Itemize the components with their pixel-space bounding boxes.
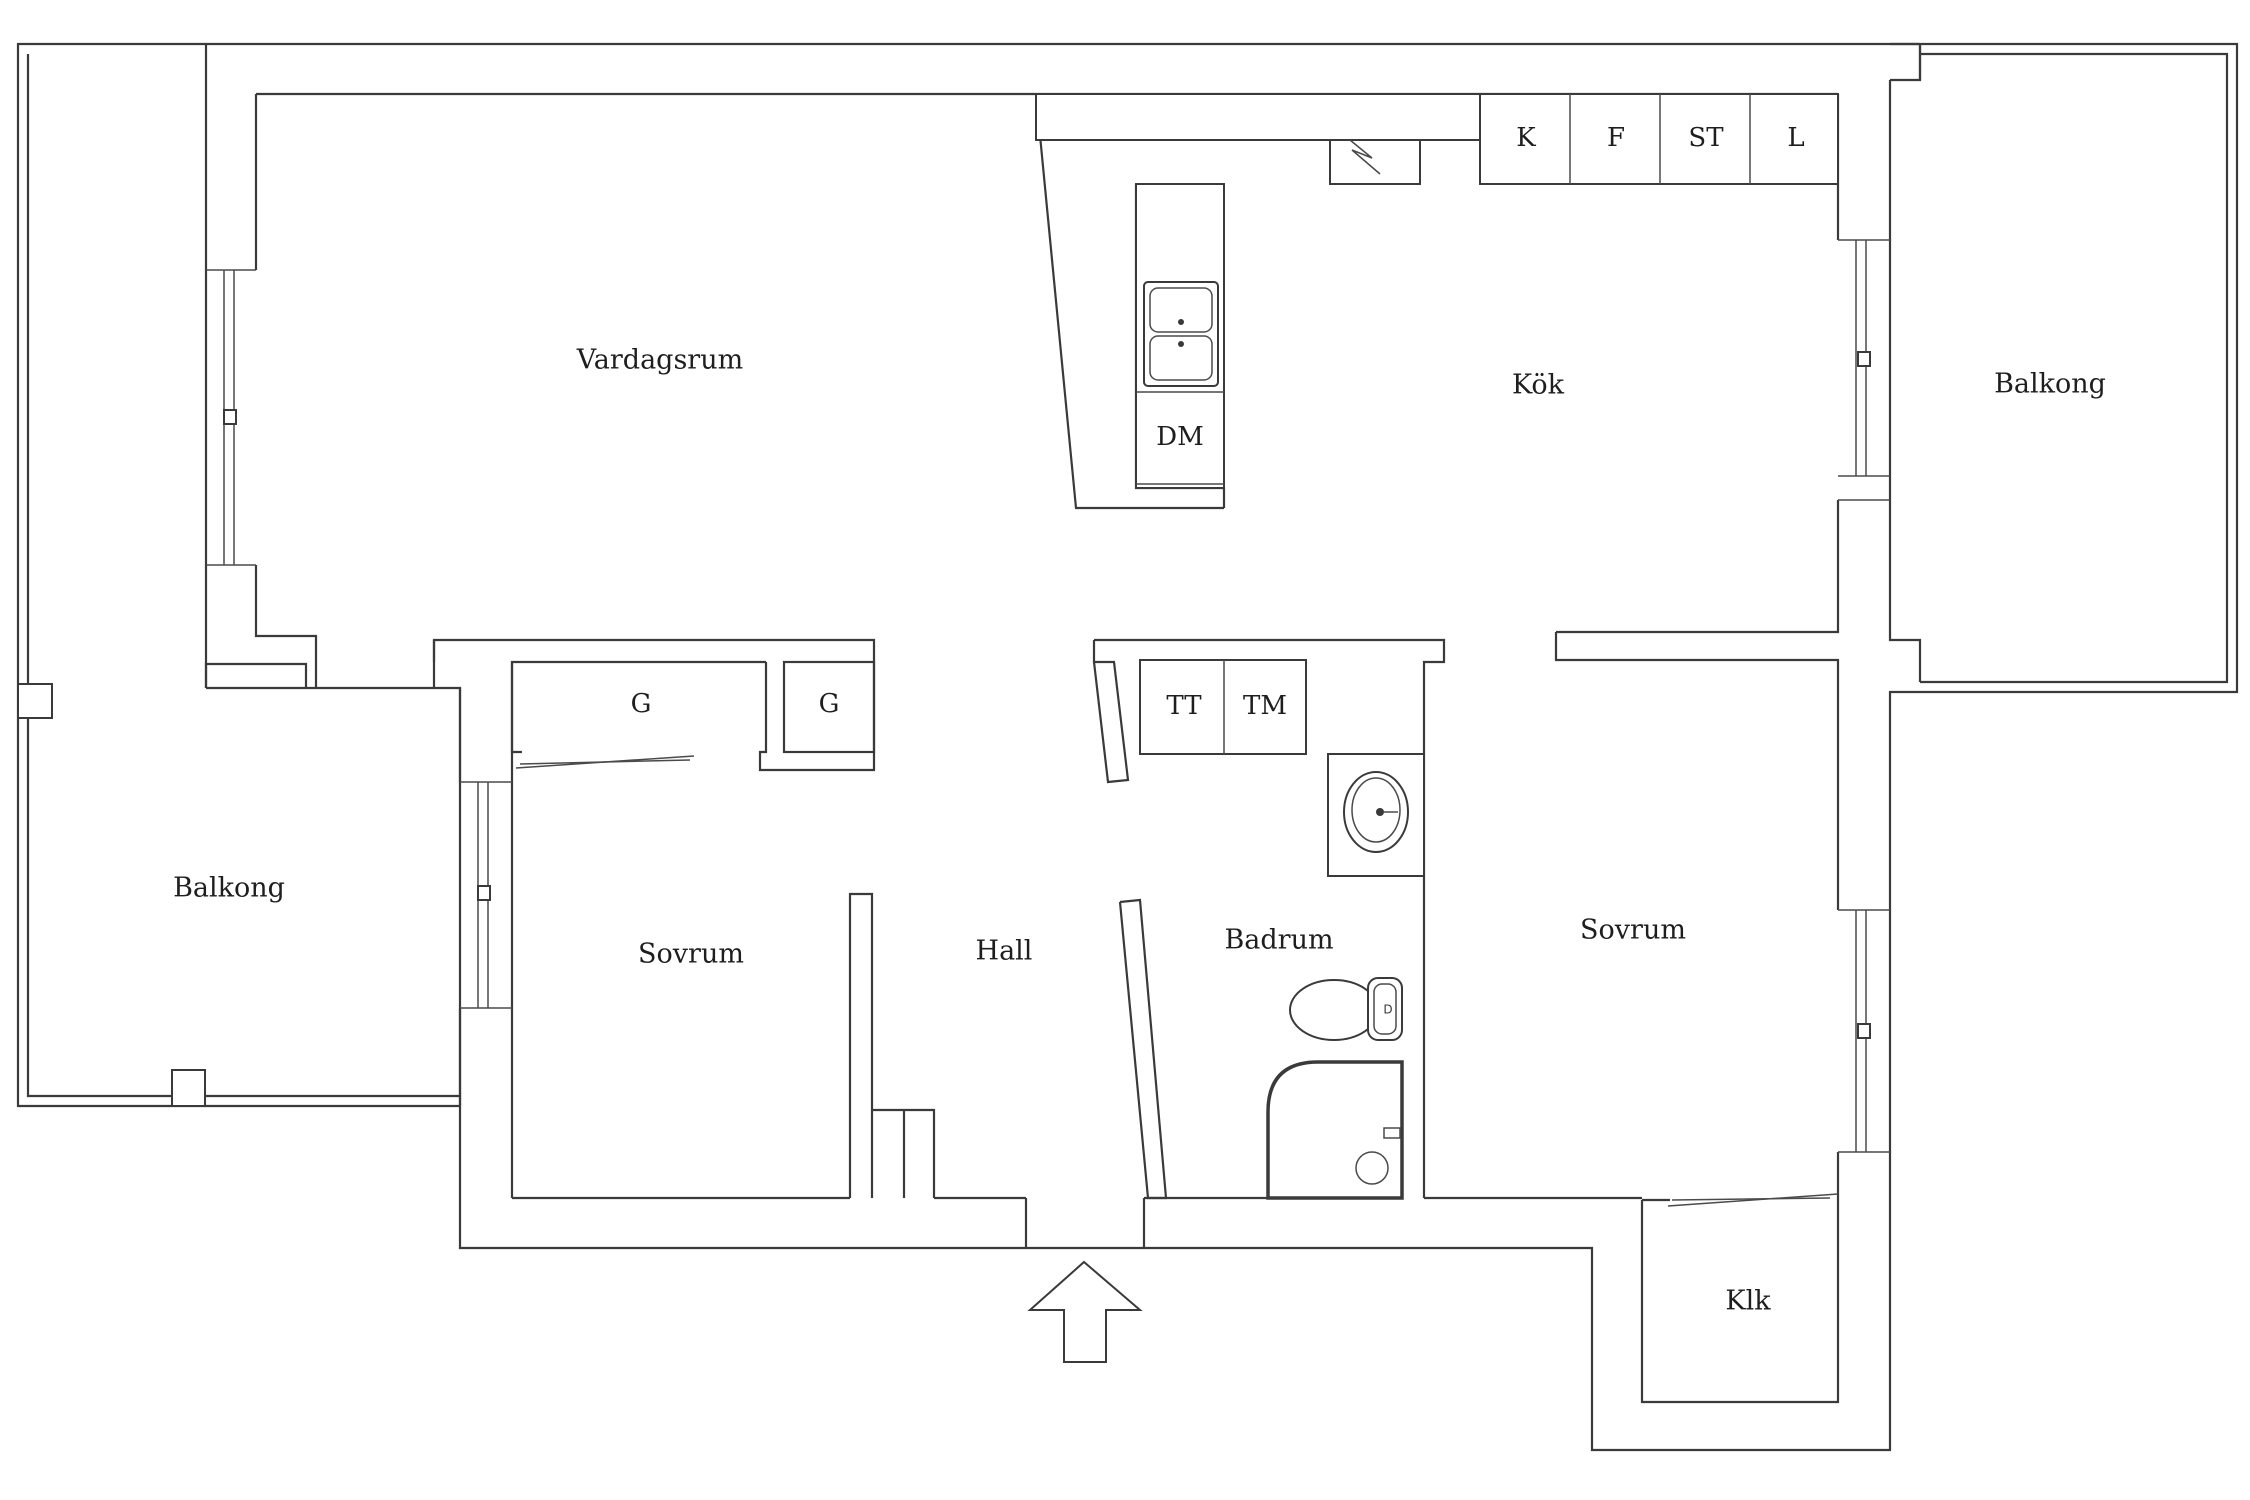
fixture-label-tm: TM: [1243, 691, 1287, 721]
shower-icon: [1266, 1060, 1404, 1200]
fixture-label-garderob-1: G: [631, 689, 652, 719]
room-label-sovrum-ost: Sovrum: [1580, 915, 1686, 946]
room-label-sovrum-vast: Sovrum: [638, 939, 744, 970]
toilet-icon: D: [1289, 977, 1403, 1041]
room-label-hall: Hall: [976, 936, 1033, 967]
balcony-west-outline: [16, 42, 460, 1108]
fixture-label-frys: F: [1607, 123, 1625, 153]
room-label-balkong-ost: Balkong: [1994, 369, 2106, 400]
fixture-label-spis: ST: [1688, 123, 1724, 153]
entrance-arrow-icon: [1027, 1260, 1143, 1363]
fixture-label-garderob-2: G: [819, 689, 840, 719]
laundry-units: [1139, 659, 1307, 755]
building-walls: [204, 42, 1922, 1452]
kitchen-sink-icon: [1143, 281, 1219, 387]
room-label-kok: Kök: [1512, 370, 1565, 401]
windows: [206, 239, 1890, 1153]
fixture-label-lador: L: [1787, 123, 1804, 153]
sliding-doors: [515, 755, 1839, 1207]
svg-text:D: D: [1383, 1003, 1392, 1017]
room-label-vardagsrum: Vardagsrum: [576, 345, 743, 376]
fixture-label-kyl: K: [1516, 123, 1536, 153]
fixture-label-tt: TT: [1166, 691, 1202, 721]
fixture-label-diskmaskin: DM: [1156, 422, 1203, 452]
room-label-balkong-vast: Balkong: [173, 873, 285, 904]
washbasin-icon: [1327, 753, 1425, 877]
kitchen-counter-top: [1035, 93, 1839, 185]
room-label-badrum: Badrum: [1224, 925, 1333, 956]
room-label-klk: Klk: [1725, 1286, 1771, 1317]
